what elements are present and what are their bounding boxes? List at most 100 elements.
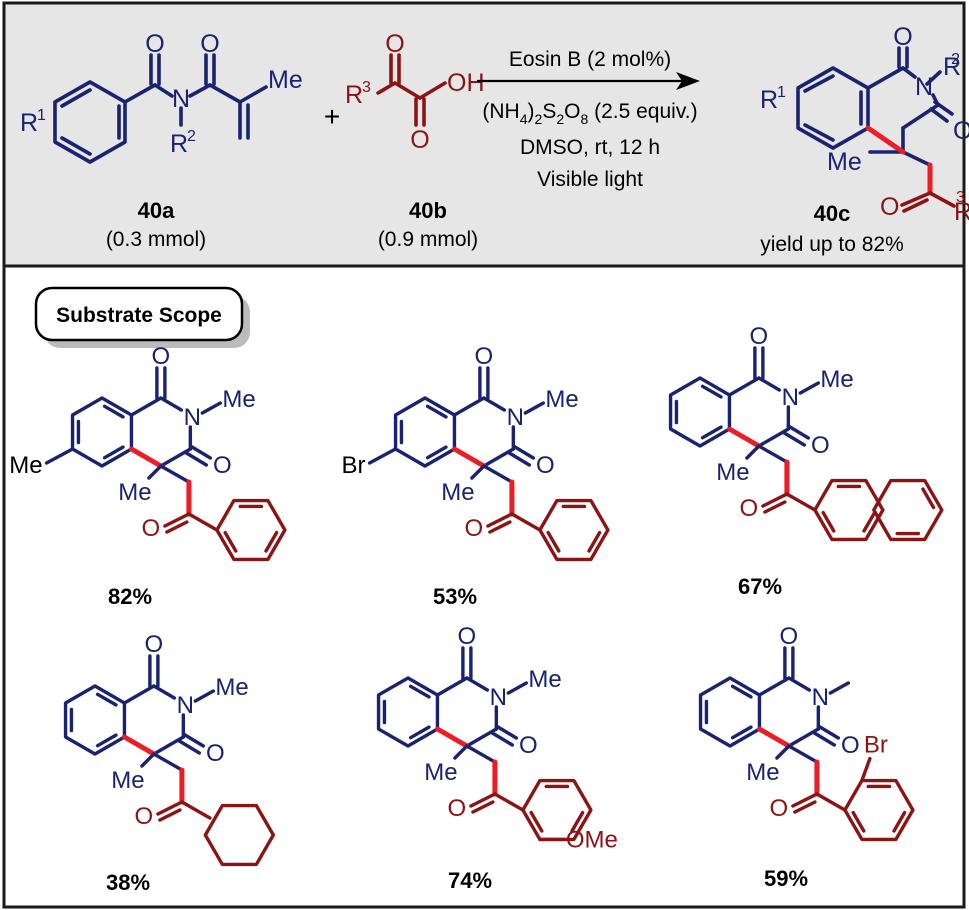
bond [121, 734, 157, 757]
atom-R: R [760, 86, 778, 114]
bond [187, 512, 219, 532]
aryl-substituent: Br [864, 732, 888, 759]
bond [798, 381, 821, 395]
bond [159, 396, 184, 412]
bond [486, 512, 514, 528]
yield-label: 82% [108, 584, 152, 609]
atom-Me: Me [827, 148, 862, 176]
reaction-conditions: Eosin B (2 mol%) (NH4)2S2O8 (2.5 equiv.)… [482, 48, 697, 191]
bond [452, 396, 486, 417]
yield-label: 74% [448, 868, 492, 893]
bond [163, 512, 191, 528]
atom-O: O [410, 126, 429, 154]
atom-N: N [507, 404, 524, 431]
bond [482, 464, 514, 484]
bond [506, 681, 529, 695]
bond [730, 725, 753, 740]
amount-40b: (0.9 mmol) [378, 228, 478, 251]
bond [488, 520, 512, 534]
atom-O: O [206, 740, 225, 767]
atom-O: O [145, 30, 164, 58]
compound-label-40a: 40a [138, 198, 175, 223]
plus-sign: + [324, 101, 340, 132]
reactant-40a-structure [53, 53, 268, 164]
bond [785, 492, 817, 512]
atom-R: R [954, 198, 969, 226]
atom-N: N [812, 684, 829, 711]
bond [465, 676, 490, 692]
reactant-40a-atoms: O O N R 1 R 2 Me [20, 30, 303, 158]
bond [470, 464, 486, 480]
bond [828, 681, 851, 695]
superscript: 1 [777, 84, 786, 101]
atom-O: O [213, 452, 232, 479]
atom-R: R [20, 109, 38, 137]
bond [152, 752, 184, 772]
ring-substituent: Me [9, 452, 42, 479]
bond [44, 447, 75, 465]
atom-R: R [943, 53, 961, 81]
bond [815, 792, 847, 812]
compound-label-40c: 40c [814, 201, 851, 226]
condition-catalyst: Eosin B (2 mol%) [509, 48, 671, 71]
ring-substituent: Br [342, 452, 366, 479]
ring [872, 478, 944, 542]
atom-O: O [448, 795, 467, 822]
bond [482, 396, 507, 412]
bond [435, 676, 469, 697]
atom-N: N [782, 384, 799, 411]
bond [787, 744, 819, 764]
atom-O: O [475, 343, 494, 370]
bond [510, 512, 542, 532]
product-40c-structure [796, 46, 956, 213]
reaction-arrow [477, 72, 700, 90]
bond [95, 733, 118, 748]
bond [921, 487, 936, 510]
bond [181, 732, 206, 748]
subscript: 4 [520, 111, 528, 127]
atom-O: O [465, 515, 484, 542]
atom-O: O [893, 23, 912, 51]
bond [757, 444, 789, 464]
atom-O: O [750, 323, 769, 350]
bond [494, 724, 519, 740]
bond [264, 530, 279, 553]
reactant-40b-structure [376, 53, 447, 127]
atom-Me: Me [441, 479, 474, 506]
reaction-header-panel [5, 4, 963, 266]
bond [165, 520, 189, 534]
ring [813, 478, 885, 542]
bond [408, 725, 431, 740]
subscript: 2 [535, 111, 543, 127]
atom-N: N [915, 73, 933, 101]
superscript: 1 [37, 107, 46, 124]
atom-Me: Me [268, 66, 303, 94]
yield-label: 67% [738, 574, 782, 599]
atom-O: O [953, 117, 969, 145]
compound-label-40b: 40b [409, 198, 447, 223]
superscript: 2 [187, 128, 196, 145]
bond [763, 500, 787, 514]
atom-N: N [172, 85, 190, 113]
atom-Me: Me [118, 479, 151, 506]
bond [507, 451, 532, 467]
bond [129, 396, 163, 417]
subscript: 8 [580, 111, 588, 127]
bond [188, 444, 213, 460]
bond [425, 445, 448, 460]
atom-Me: Me [716, 459, 749, 486]
atom-O: O [780, 623, 799, 650]
atom-Me: Me [111, 767, 144, 794]
bond [453, 744, 469, 760]
bond [408, 684, 431, 699]
substrate-scope-badge: Substrate Scope [34, 286, 250, 348]
bond [745, 444, 761, 460]
bond [469, 792, 497, 808]
atom-R: R [345, 81, 363, 109]
n-substituent: Me [222, 386, 255, 413]
atom-O: O [811, 432, 830, 459]
bond [756, 726, 792, 749]
reactant-40b-atoms: O O R 3 OH [345, 30, 485, 154]
